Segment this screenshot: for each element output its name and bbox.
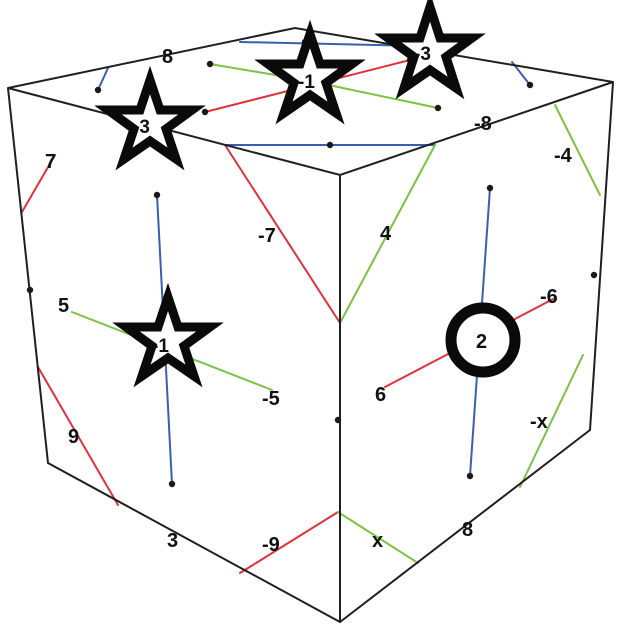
dot (206, 60, 214, 68)
label-left-3: 3 (167, 530, 178, 552)
left-red-segment-lower (37, 366, 119, 506)
star-top-center: -1 (254, 19, 366, 125)
label-right-x: x (372, 530, 383, 552)
label-top-8: 8 (162, 46, 173, 68)
bottom-left-edge (47, 462, 341, 623)
star-top-right: -3 (374, 0, 486, 100)
dot (526, 81, 534, 89)
label-left-minus7: -7 (258, 225, 276, 247)
dot (590, 271, 598, 279)
circled-label: 2 (476, 331, 487, 353)
dot (326, 141, 334, 149)
label-right-minus-x: -x (530, 411, 548, 433)
left-red-segment-edge (21, 154, 56, 213)
circle-mark: 2 (445, 302, 521, 378)
circle-icon (445, 302, 521, 378)
star-top-right-label: -3 (414, 44, 431, 65)
label-right-4: 4 (380, 223, 392, 245)
star-icon (374, 0, 486, 100)
right-green-segment-bottom (337, 511, 419, 564)
left-red-segment-bottom (239, 511, 339, 574)
label-left-9: 9 (68, 426, 79, 448)
label-top-minus8: -8 (474, 113, 492, 135)
star-marks: -1 -3 -3 -1 (94, 0, 486, 388)
label-right-minus4: -4 (554, 145, 573, 167)
dot (94, 86, 102, 94)
right-green-segment-edge (554, 104, 601, 196)
label-right-8: 8 (462, 519, 473, 541)
label-left-7: 7 (45, 151, 56, 173)
right-vertical-edge (589, 81, 614, 431)
label-left-minus5: -5 (262, 388, 280, 410)
dot (168, 480, 176, 488)
dot (334, 416, 342, 424)
star-top-left: -3 (94, 65, 206, 171)
label-left-5: 5 (58, 295, 69, 317)
dot (153, 191, 161, 199)
cube-edges (7, 26, 614, 623)
bottom-right-edge (339, 429, 591, 623)
star-left-face: -1 (112, 282, 224, 388)
star-top-left-label: -3 (133, 117, 150, 138)
dot (26, 286, 34, 294)
label-right-6: 6 (375, 384, 386, 406)
label-left-minus9: -9 (262, 534, 280, 556)
left-face-segments (21, 144, 341, 574)
dot (201, 108, 209, 116)
number-labels: 8 -8 7 -7 5 -5 9 3 -9 -4 4 -6 6 -x x 8 (45, 46, 573, 556)
left-red-segment-diag (224, 144, 341, 324)
star-icon (254, 19, 366, 125)
right-green-segment-diag (339, 144, 436, 324)
dot (466, 472, 474, 480)
star-top-center-label: -1 (298, 72, 315, 93)
star-left-face-label: -1 (152, 336, 169, 357)
dot (486, 184, 494, 192)
right-green-segment-lower (519, 354, 584, 488)
top-blue-segment-back (239, 41, 421, 47)
star-icon (94, 65, 206, 171)
dot (434, 104, 442, 112)
top-blue-segment-left (97, 67, 109, 91)
star-icon (112, 282, 224, 388)
label-right-minus6: -6 (540, 286, 558, 308)
left-vertical-edge (7, 87, 49, 464)
